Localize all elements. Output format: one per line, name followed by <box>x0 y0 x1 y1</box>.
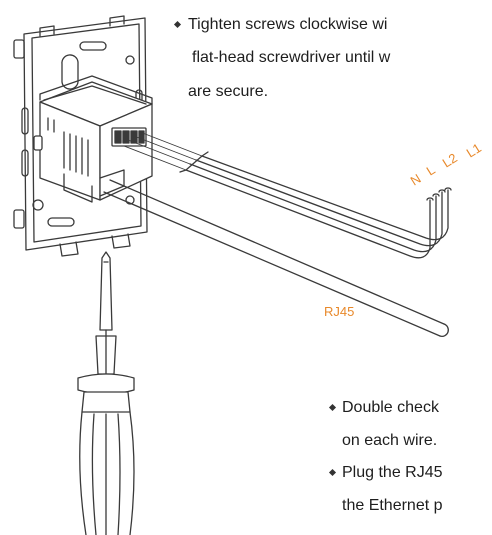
rj45-cable-icon <box>103 179 449 337</box>
wire-label-l: L <box>424 162 438 179</box>
wire-label-n: N <box>408 171 424 189</box>
wire-label-l1: L1 <box>464 140 484 160</box>
instruction-double-check-line2: on each wire. <box>342 432 438 449</box>
instruction-plug-rj45-line2: the Ethernet p <box>342 497 443 514</box>
smart-switch-module-icon <box>33 75 153 203</box>
instruction-plug-rj45-line1: Plug the RJ45 <box>342 464 443 481</box>
instruction-tighten-line2: flat-head screwdriver until w <box>192 49 391 66</box>
instruction-double-check-line1: Double check <box>342 399 439 416</box>
wire-label-l2: L2 <box>440 150 460 170</box>
instruction-tighten-line3: are secure. <box>188 83 269 100</box>
power-wires-icon <box>123 131 452 259</box>
instruction-tighten-line1: Tighten screws clockwise wi <box>188 16 388 33</box>
flat-head-screwdriver-icon <box>77 251 135 535</box>
rj45-label: RJ45 <box>324 304 354 319</box>
